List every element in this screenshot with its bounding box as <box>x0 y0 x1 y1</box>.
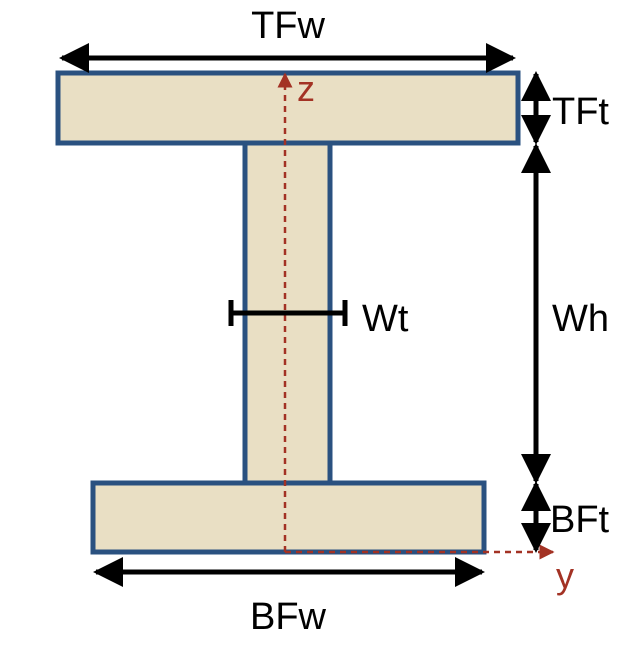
bottom-flange-thickness-label: BFt <box>550 499 610 541</box>
bottom-flange <box>90 480 487 555</box>
z-axis-label: z <box>297 68 315 109</box>
top-flange <box>55 70 521 146</box>
web-height-dimension: Wh <box>521 143 609 484</box>
local-axes: z y <box>277 68 574 596</box>
top-flange-thickness-label: TFt <box>552 91 609 133</box>
web-height-label: Wh <box>552 298 609 340</box>
top-flange-width-dimension: TFw <box>59 5 516 73</box>
y-axis-label: y <box>556 555 574 596</box>
bottom-flange-width-dimension: BFw <box>93 557 485 638</box>
web-thickness-dimension: Wt <box>228 298 409 340</box>
top-flange-width-label: TFw <box>251 5 325 47</box>
bottom-flange-width-label: BFw <box>250 596 327 638</box>
top-flange-thickness-dimension: TFt <box>521 71 609 145</box>
bottom-flange-thickness-dimension: BFt <box>521 481 610 553</box>
web-thickness-label: Wt <box>362 298 409 340</box>
